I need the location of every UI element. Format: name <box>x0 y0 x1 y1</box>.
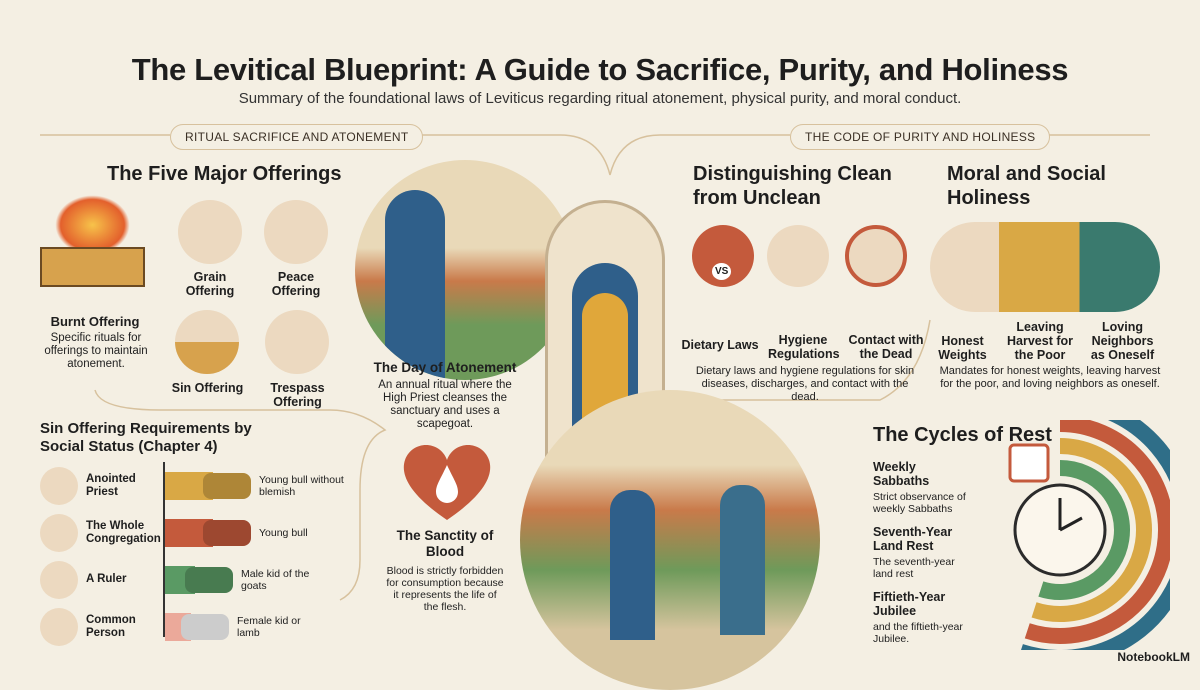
rest-item-title: Fiftieth-Year Jubilee <box>873 590 946 618</box>
offerings-heading: The Five Major Offerings <box>107 163 342 185</box>
section-pill-purity: THE CODE OF PURITY AND HOLINESS <box>790 124 1051 150</box>
contact-dead-prohibited-icon <box>845 225 907 287</box>
moral-heading: Moral and Social Holiness <box>947 163 1106 209</box>
grain-offering-label: Grain Offering <box>185 270 235 298</box>
offering-label: Young bull <box>259 526 308 539</box>
peace-offering-icon <box>264 200 328 264</box>
burnt-offering-desc: Specific rituals for offerings to mainta… <box>44 332 148 370</box>
animal-icon <box>203 519 251 546</box>
heart-blood-icon <box>403 445 491 520</box>
status-avatar-icon <box>40 607 78 646</box>
animal-icon <box>203 472 251 499</box>
contact-dead-label: Contact with the Dead <box>848 333 924 361</box>
rest-item-desc: Strict observance of weekly Sabbaths <box>873 491 966 515</box>
day-of-atonement-label: The Day of Atonement <box>373 360 517 375</box>
leaving-harvest-label: Leaving Harvest for the Poor <box>1007 320 1073 362</box>
day-of-atonement-desc: An annual ritual where the High Priest c… <box>378 379 512 430</box>
sin-offering-icon <box>175 310 239 374</box>
rest-item-desc: The seventh-year land rest <box>873 556 955 580</box>
clean-desc: Dietary laws and hygiene regulations for… <box>695 365 915 403</box>
status-label: The Whole Congregation <box>86 519 161 545</box>
moral-desc: Mandates for honest weights, leaving har… <box>939 365 1161 390</box>
section-pill-ritual: RITUAL SACRIFICE AND ATONEMENT <box>170 124 424 150</box>
burnt-offering-altar-icon <box>35 185 150 300</box>
connector-lines <box>40 134 1150 601</box>
peace-offering-label: Peace Offering <box>271 270 321 298</box>
journey-illustration <box>520 390 820 690</box>
sanctity-of-blood-desc: Blood is strictly forbidden for consumpt… <box>386 565 504 613</box>
clean-unclean-heading: Distinguishing Clean from Unclean <box>693 163 892 209</box>
animal-icon <box>181 613 229 640</box>
hygiene-label: Hygiene Regulations <box>768 333 840 361</box>
moral-labels: Honest Weights Leaving Harvest for the P… <box>930 320 1160 362</box>
dietary-laws-label: Dietary Laws <box>681 338 759 352</box>
loving-neighbors-label: Loving Neighbors as Oneself <box>1090 320 1155 362</box>
moral-holiness-illustration <box>930 222 1160 312</box>
status-avatar-icon <box>40 466 78 505</box>
vs-badge: VS <box>712 263 732 280</box>
rest-item-desc: and the fiftieth-year Jubilee. <box>873 621 963 645</box>
status-label: A Ruler <box>86 573 127 585</box>
day-of-atonement-illustration <box>355 160 575 380</box>
requirements-list: Anointed Priest Young bull without blemi… <box>40 462 370 650</box>
status-label: Anointed Priest <box>86 472 136 498</box>
rest-item-title: Weekly Sabbaths <box>873 460 930 488</box>
trespass-offering-icon <box>265 310 329 374</box>
offering-label: Female kid or lamb <box>237 614 301 639</box>
rest-item: Fiftieth-Year Jubilee and the fiftieth-ye… <box>873 590 973 645</box>
page-subtitle: Summary of the foundational laws of Levi… <box>238 90 962 107</box>
sanctity-of-blood-label: The Sanctity of Blood <box>396 528 494 559</box>
rest-ring <box>1038 460 1130 600</box>
hygiene-hands-icon <box>767 225 829 287</box>
rest-item-title: Seventh-Year Land Rest <box>873 525 953 553</box>
calendar-icon <box>1008 443 1050 483</box>
offering-label: Male kid of the goats <box>241 567 310 592</box>
status-avatar-icon <box>40 513 78 552</box>
burnt-offering-label: Burnt Offering <box>50 314 140 329</box>
requirements-axis <box>163 462 165 637</box>
requirement-row: The Whole Congregation Young bull <box>40 509 370 556</box>
rest-ring <box>1031 438 1152 622</box>
sin-offering-label: Sin Offering <box>171 381 244 395</box>
animal-icon <box>185 566 233 593</box>
offering-label: Young bull without blemish <box>259 473 344 498</box>
requirement-row: Common Person Female kid or lamb <box>40 603 370 650</box>
requirement-row: A Ruler Male kid of the goats <box>40 556 370 603</box>
rest-rings <box>1008 420 1170 650</box>
honest-weights-label: Honest Weights <box>938 334 987 362</box>
status-label: Common Person <box>86 613 136 639</box>
grain-offering-icon <box>178 200 242 264</box>
page-title: The Levitical Blueprint: A Guide to Sacr… <box>131 52 1069 87</box>
notebooklm-brand: NotebookLM <box>1117 650 1190 664</box>
status-avatar-icon <box>40 560 78 599</box>
requirement-row: Anointed Priest Young bull without blemi… <box>40 462 370 509</box>
rest-ring <box>1024 420 1170 644</box>
clean-labels: Dietary Laws Hygiene Regulations Contact… <box>680 333 926 361</box>
requirements-heading: Sin Offering Requirements by Social Stat… <box>40 420 252 455</box>
trespass-offering-label: Trespass Offering <box>270 381 325 409</box>
cycles-of-rest-heading: The Cycles of Rest <box>873 424 1052 446</box>
